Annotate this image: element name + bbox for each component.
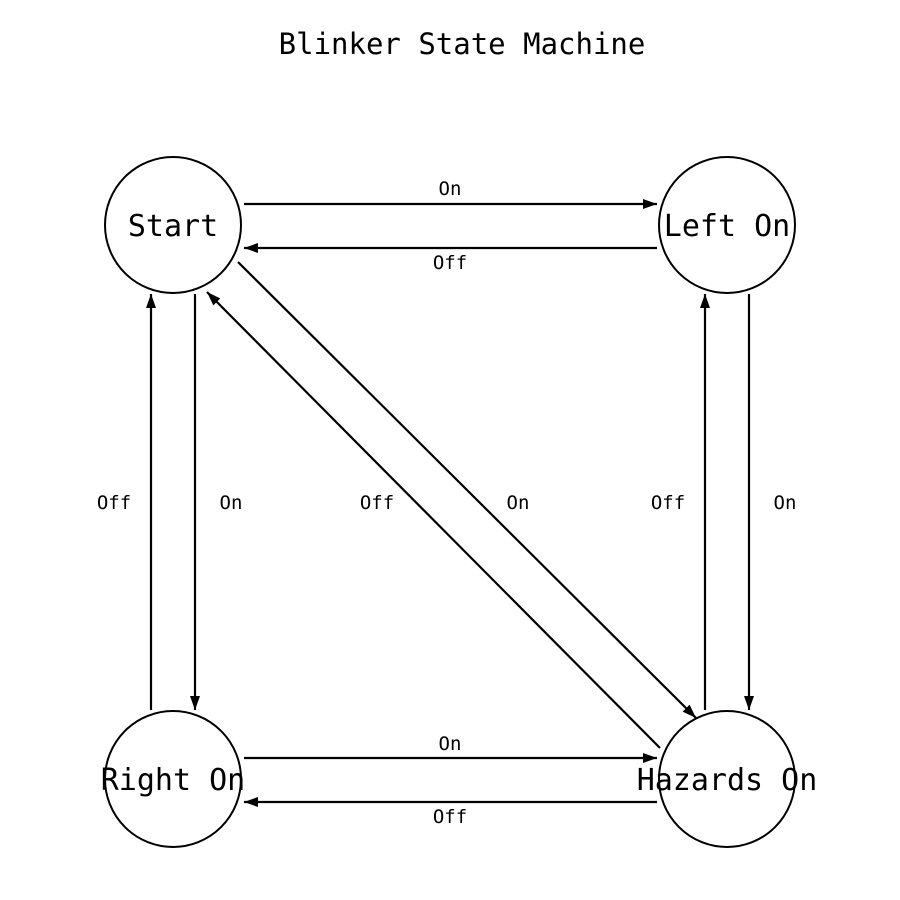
state-circle-start	[104, 156, 242, 294]
edge-start-to-hazards	[237, 261, 697, 719]
edge-hazards-to-start	[206, 291, 661, 749]
edge-label-right-to-hazards: On	[439, 733, 462, 755]
state-label-right-on: Right On	[101, 763, 246, 798]
edge-label-hazards-to-left: Off	[651, 492, 685, 514]
edge-label-start-to-right: On	[220, 492, 243, 514]
state-node-right-on: Right On	[101, 710, 246, 848]
state-circle-hazards-on	[658, 710, 796, 848]
edge-label-start-to-hazards: On	[507, 492, 530, 514]
state-node-hazards-on: Hazards On	[637, 710, 818, 848]
edge-label-hazards-to-right: Off	[433, 806, 467, 828]
diagram-title: Blinker State Machine	[279, 27, 646, 61]
state-label-hazards-on: Hazards On	[637, 763, 818, 798]
edges-layer: On Off On Off On Off On Off On Off	[97, 178, 797, 828]
nodes-layer: Start Left On Right On Hazards On	[101, 156, 818, 848]
state-node-left-on: Left On	[658, 156, 796, 294]
state-label-left-on: Left On	[664, 209, 790, 244]
state-circle-right-on	[104, 710, 242, 848]
edge-label-start-to-left: On	[439, 178, 462, 200]
edge-label-left-to-hazards: On	[774, 492, 797, 514]
edge-label-right-to-start: Off	[97, 492, 131, 514]
edge-label-left-to-start: Off	[433, 252, 467, 274]
state-node-start: Start	[104, 156, 242, 294]
state-label-start: Start	[128, 209, 218, 244]
edge-label-hazards-to-start: Off	[360, 492, 394, 514]
state-circle-left-on	[658, 156, 796, 294]
